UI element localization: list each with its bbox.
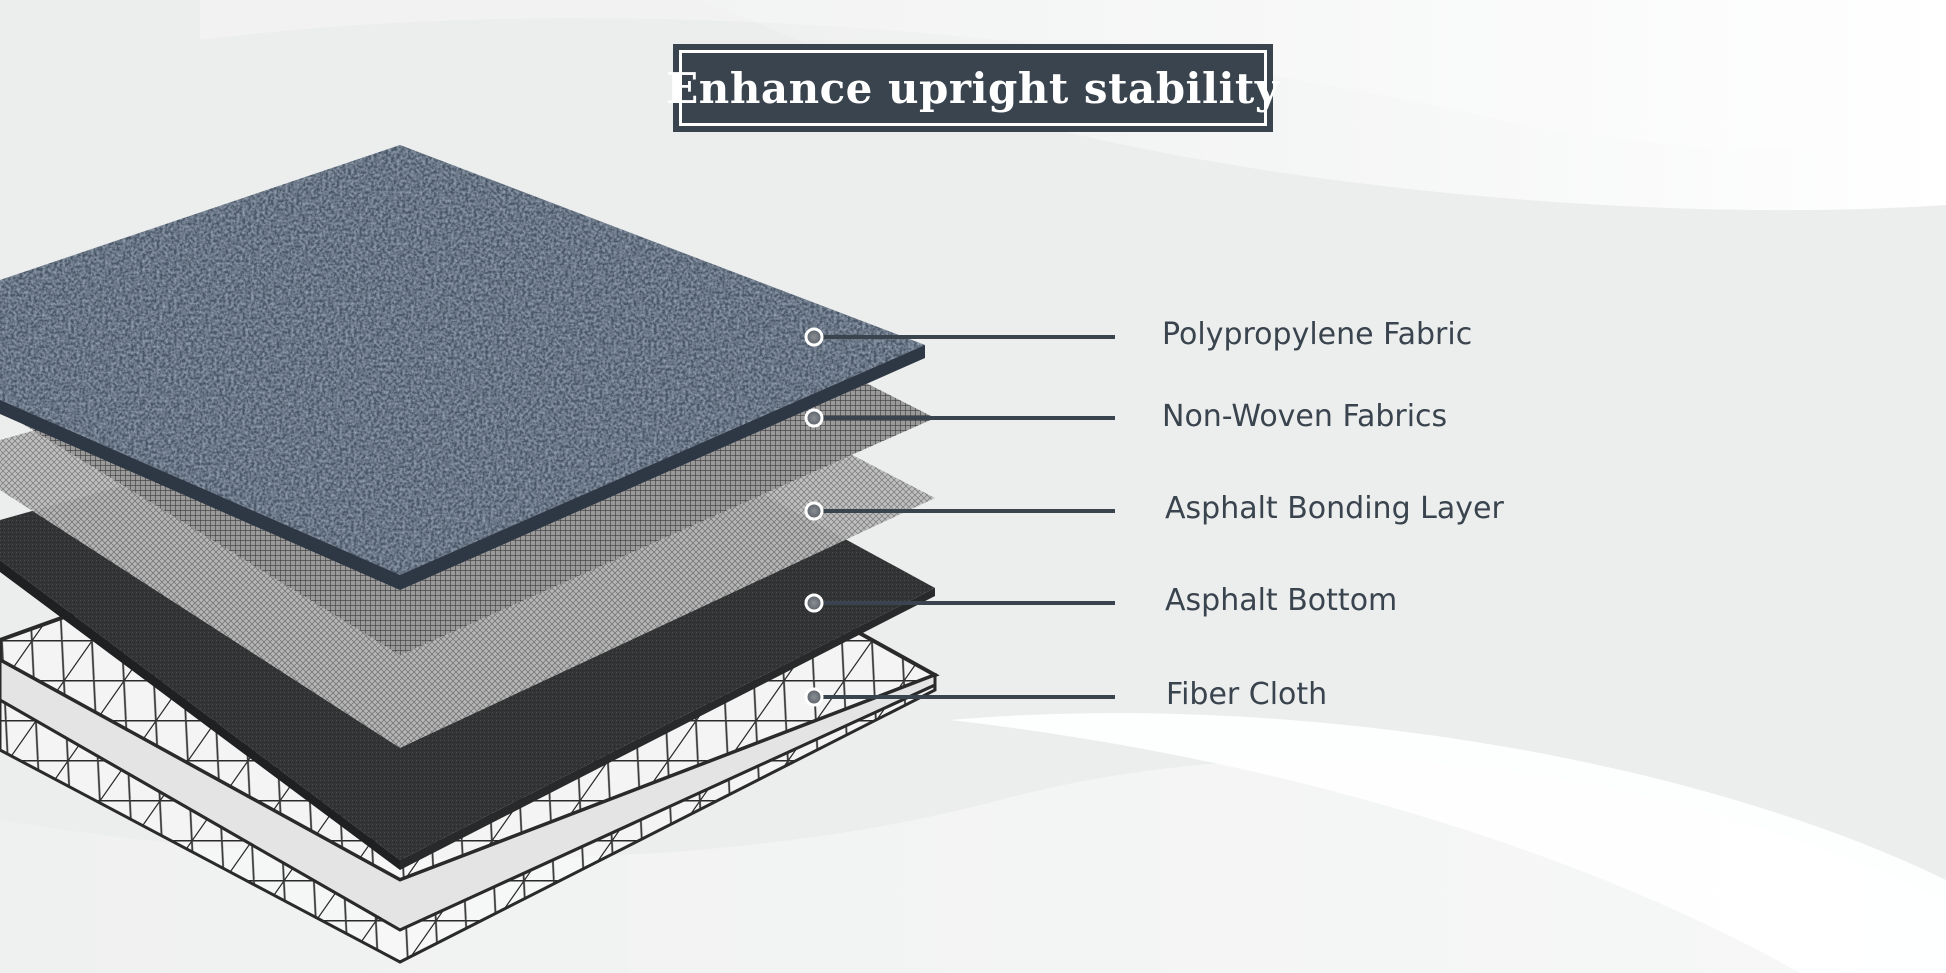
label-polypropylene-fabric: Polypropylene Fabric: [1162, 317, 1473, 352]
label-non-woven-fabrics: Non-Woven Fabrics: [1162, 399, 1448, 434]
marker-nonwoven: [804, 408, 824, 428]
marker-carpet: [804, 327, 824, 347]
marker-asphalt: [804, 593, 824, 613]
marker-bonding: [804, 501, 824, 521]
marker-fiber: [804, 687, 824, 707]
title-banner: Enhance upright stability: [666, 44, 1279, 132]
polypropylene-carpet-layer: [0, 145, 925, 590]
label-asphalt-bottom: Asphalt Bottom: [1165, 583, 1398, 618]
label-asphalt-bonding-layer: Asphalt Bonding Layer: [1165, 491, 1504, 526]
leader-lines: [804, 327, 1115, 707]
label-fiber-cloth: Fiber Cloth: [1166, 677, 1328, 712]
page-title: Enhance upright stability: [666, 63, 1280, 113]
title-frame: Enhance upright stability: [666, 50, 1279, 126]
